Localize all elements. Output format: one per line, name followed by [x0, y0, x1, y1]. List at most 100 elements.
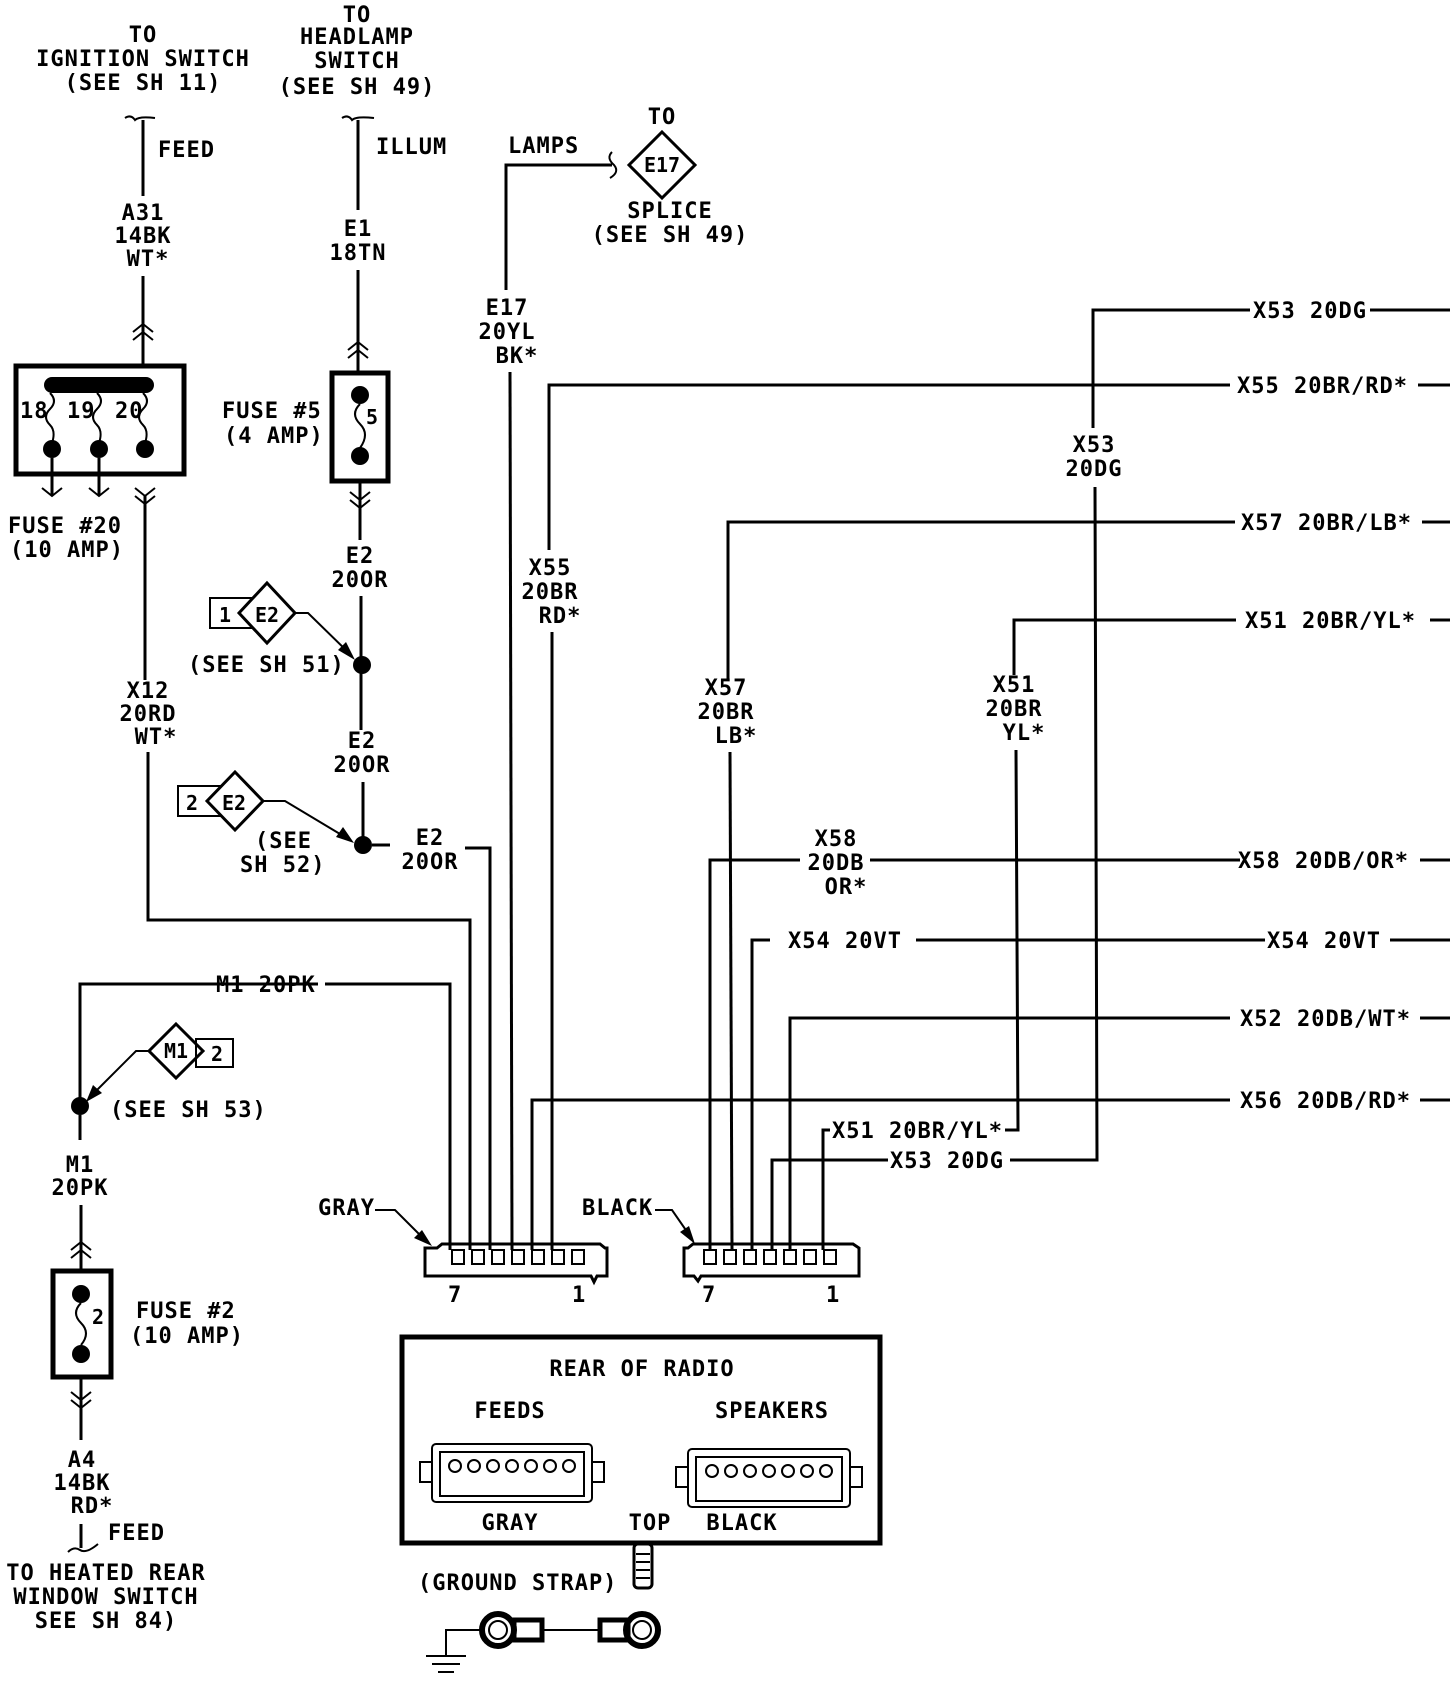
wire-break-icon	[124, 115, 156, 122]
splice-ref-e2-1: 1 E2 (SEE SH 51)	[188, 580, 355, 678]
e2-code: E2	[346, 544, 375, 569]
x12-color: 20RD	[120, 702, 177, 727]
fuse-5-label: FUSE #5	[222, 399, 322, 424]
x12-tracer: WT*	[135, 725, 178, 750]
right-label-x57: X57 20BR/LB*	[1241, 511, 1412, 536]
splice-label: SPLICE	[627, 199, 712, 224]
fuse-pin-20: 20	[115, 399, 144, 424]
black-connector-label: BLACK	[582, 1196, 653, 1221]
splice-see-2: SH 52)	[240, 853, 325, 878]
e2-code: E2	[416, 826, 445, 851]
x57-color: 20BR	[698, 700, 755, 725]
pin-1-label: 1	[826, 1283, 840, 1308]
headlamp-name: HEADLAMP	[300, 25, 414, 50]
right-label-x51: X51 20BR/YL*	[1245, 609, 1416, 634]
x51-code: X51	[993, 673, 1036, 698]
feeds-label: FEEDS	[474, 1399, 545, 1424]
screw-icon	[632, 1542, 654, 1590]
splice-see: (SEE SH 49)	[592, 223, 749, 248]
right-label-x52: X52 20DB/WT*	[1240, 1007, 1411, 1032]
splice-id: E17	[644, 153, 680, 177]
bus-bar	[44, 377, 154, 393]
fuse-element-icon	[75, 1302, 87, 1346]
splice-see: (SEE SH 53)	[110, 1098, 267, 1123]
terminal-arrow-icon	[41, 487, 110, 498]
wire-color: 18TN	[330, 241, 387, 266]
splice-id: E2	[255, 603, 279, 627]
wire-code: E17	[486, 296, 529, 321]
ground-strap: (GROUND STRAP)	[418, 1542, 661, 1673]
speakers-label: SPEAKERS	[715, 1399, 829, 1424]
headlamp-to: TO	[343, 3, 372, 28]
m1-top-label: M1 20PK	[216, 973, 316, 998]
fuse-5-amp: (4 AMP)	[224, 424, 324, 449]
inner-label-x53: X53 20DG	[890, 1149, 1004, 1174]
lamps-e17: LAMPS TO E17 SPLICE (SEE SH 49) E17 20YL…	[479, 105, 749, 1251]
x57-tracer: LB*	[715, 724, 758, 749]
fuse-pin-18: 18	[20, 399, 49, 424]
fuse-5-number: 5	[366, 405, 378, 429]
splice-num: 2	[211, 1042, 223, 1066]
m1-code: M1	[66, 1153, 95, 1178]
ignition-switch-ref: TO IGNITION SWITCH (SEE SH 11) FEED A31 …	[36, 23, 249, 365]
splice-ref-m1: M1 2 (SEE SH 53)	[86, 1021, 267, 1123]
right-label-x54: X54 20VT	[1267, 929, 1381, 954]
connector-female-icon	[70, 1240, 92, 1259]
connector-female-icon	[347, 340, 369, 359]
fuse-2: 2 FUSE #2 (10 AMP)	[50, 1268, 243, 1440]
wire-color: 20YL	[479, 320, 536, 345]
headlamp-illum-label: ILLUM	[376, 135, 447, 160]
wire-break-icon	[341, 115, 375, 122]
wire-tracer: BK*	[496, 344, 539, 369]
x58-code: X58	[815, 827, 858, 852]
a4-color: 14BK	[54, 1471, 111, 1496]
wire-break-icon	[67, 1543, 99, 1553]
a4-tracer: RD*	[71, 1494, 114, 1519]
x53-code: X53	[1073, 433, 1116, 458]
fuse-pin-19: 19	[67, 399, 96, 424]
radio-title: REAR OF RADIO	[549, 1357, 734, 1382]
x55-code: X55	[529, 556, 572, 581]
inner-label-x51: X51 20BR/YL*	[832, 1119, 1003, 1144]
pin-1-label: 1	[572, 1283, 586, 1308]
wire-code: A31	[122, 201, 165, 226]
x55-color: 20BR	[522, 580, 579, 605]
wire-color: 14BK	[115, 224, 172, 249]
black-label: BLACK	[706, 1511, 777, 1536]
ground-strap-label: (GROUND STRAP)	[418, 1571, 617, 1596]
fuse-2-label: FUSE #2	[136, 1299, 236, 1324]
x12-code: X12	[127, 679, 170, 704]
m1-color: 20PK	[52, 1176, 109, 1201]
feeds-connector-icon	[419, 1443, 605, 1503]
headlamp-see: (SEE SH 49)	[279, 75, 436, 100]
wire-tracer: WT*	[127, 247, 170, 272]
splice-ref-e2-2: 2 E2 (SEE SH 52)	[177, 769, 354, 878]
right-label-x56: X56 20DB/RD*	[1240, 1089, 1411, 1114]
x51-color: 20BR	[986, 697, 1043, 722]
right-label-x55: X55 20BR/RD*	[1237, 374, 1408, 399]
ground-icon	[426, 1655, 466, 1673]
x53-color: 20DG	[1066, 457, 1123, 482]
fuse-20-block: 18 19 20 FUSE #20 (10 AMP)	[8, 363, 187, 563]
e2-color: 20OR	[332, 568, 389, 593]
connector-male-icon	[70, 1391, 92, 1410]
rear-of-radio-panel: REAR OF RADIO FEEDS SPEAKERS GRAY TOP	[399, 1334, 883, 1546]
connector-male-icon	[349, 491, 371, 510]
fuse-20-label: FUSE #20	[8, 514, 122, 539]
fuse-element-icon	[45, 392, 148, 444]
heated-rear-window-ref-3: SEE SH 84)	[35, 1609, 177, 1634]
e2-color: 20OR	[402, 850, 459, 875]
connector-female-icon	[132, 322, 154, 341]
headlamp-switch-ref: TO HEADLAMP SWITCH (SEE SH 49) ILLUM E1 …	[279, 3, 447, 375]
heated-rear-window-ref-2: WINDOW SWITCH	[13, 1585, 198, 1610]
black-connector: BLACK 7 1	[582, 1196, 861, 1308]
splice-num: 2	[186, 791, 198, 815]
ring-terminal-icon	[623, 1611, 661, 1649]
lamps-label: LAMPS	[508, 134, 579, 159]
x55-tracer: RD*	[539, 604, 582, 629]
splice-see: (SEE	[255, 829, 312, 854]
wire-break-icon	[608, 151, 618, 179]
e2-code: E2	[348, 729, 377, 754]
splice-num: 1	[219, 603, 231, 627]
fuse-5: 5 FUSE #5 (4 AMP)	[222, 370, 391, 540]
